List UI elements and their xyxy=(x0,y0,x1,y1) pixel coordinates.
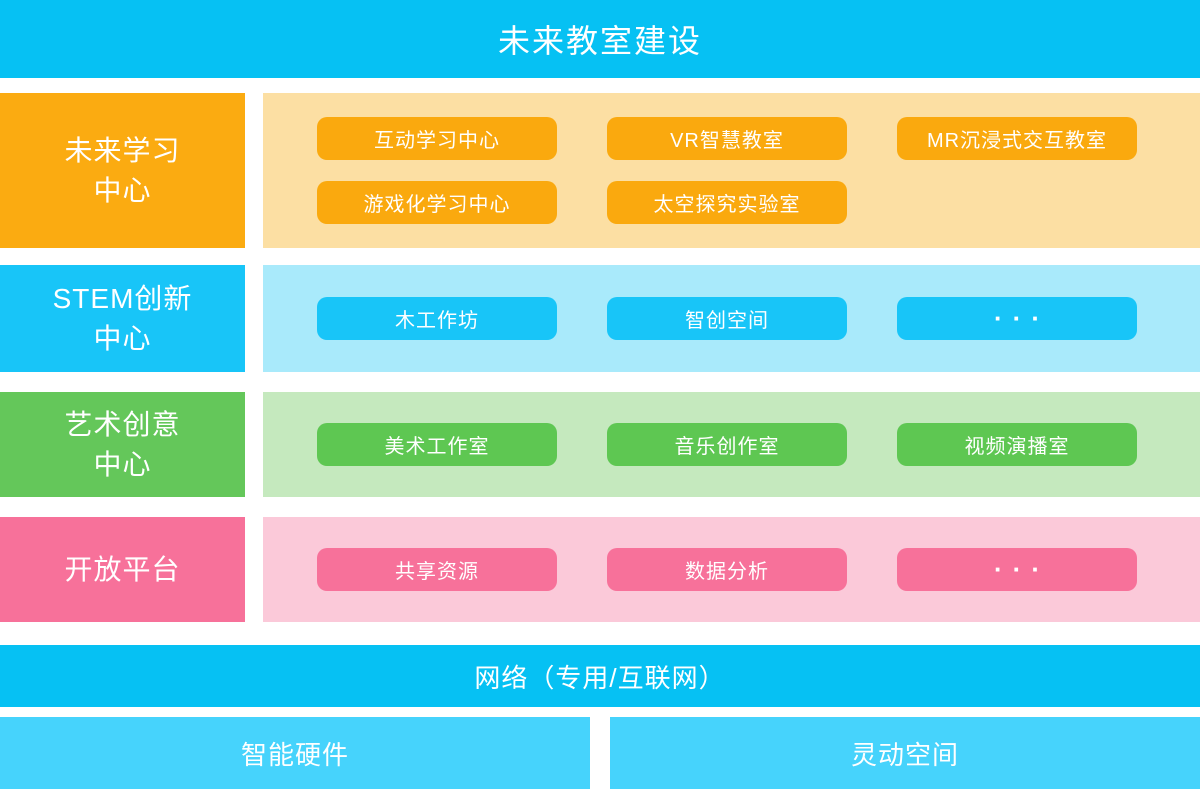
panel-stem-innovation-center: 木工作坊 智创空间 ··· xyxy=(263,265,1200,372)
node-smart-creation-space: 智创空间 xyxy=(607,297,847,340)
label-line: 中心 xyxy=(93,174,152,206)
label-stem-innovation-center: STEM创新 中心 xyxy=(0,265,245,372)
label-open-platform: 开放平台 xyxy=(0,517,245,622)
node-mr-immersive-classroom: MR沉浸式交互教室 xyxy=(897,117,1137,160)
node-data-analysis: 数据分析 xyxy=(607,548,847,591)
node-art-studio: 美术工作室 xyxy=(317,423,557,466)
block-smart-hardware: 智能硬件 xyxy=(0,717,590,789)
block-flexible-space: 灵动空间 xyxy=(610,717,1200,789)
network-bar-label: 网络（专用/互联网） xyxy=(474,662,726,693)
panel-art-creativity-center: 美术工作室 音乐创作室 视频演播室 xyxy=(263,392,1200,497)
node-more-ellipsis: ··· xyxy=(897,297,1137,340)
panel-open-platform: 共享资源 数据分析 ··· xyxy=(263,517,1200,622)
label-line: 中心 xyxy=(93,322,152,354)
network-bar: 网络（专用/互联网） xyxy=(0,645,1200,707)
panel-future-learning-center: 互动学习中心 VR智慧教室 MR沉浸式交互教室 游戏化学习中心 太空探究实验室 xyxy=(263,93,1200,248)
label-line: STEM创新 xyxy=(52,282,193,314)
node-more-ellipsis: ··· xyxy=(897,548,1137,591)
page-title-bar: 未来教室建设 xyxy=(0,0,1200,78)
node-wood-workshop: 木工作坊 xyxy=(317,297,557,340)
page-title: 未来教室建设 xyxy=(497,23,702,59)
label-future-learning-center: 未来学习 中心 xyxy=(0,93,245,248)
node-space-exploration-lab: 太空探究实验室 xyxy=(607,181,847,224)
node-gamified-learning-center: 游戏化学习中心 xyxy=(317,181,557,224)
node-interactive-learning-center: 互动学习中心 xyxy=(317,117,557,160)
block-flexible-space-label: 灵动空间 xyxy=(850,739,959,770)
block-smart-hardware-label: 智能硬件 xyxy=(240,739,349,770)
node-vr-smart-classroom: VR智慧教室 xyxy=(607,117,847,160)
label-line: 未来学习 xyxy=(64,134,181,166)
label-line: 开放平台 xyxy=(64,553,181,585)
label-art-creativity-center: 艺术创意 中心 xyxy=(0,392,245,497)
node-shared-resources: 共享资源 xyxy=(317,548,557,591)
node-music-studio: 音乐创作室 xyxy=(607,423,847,466)
node-video-studio: 视频演播室 xyxy=(897,423,1137,466)
label-line: 中心 xyxy=(93,448,152,480)
label-line: 艺术创意 xyxy=(64,408,181,440)
